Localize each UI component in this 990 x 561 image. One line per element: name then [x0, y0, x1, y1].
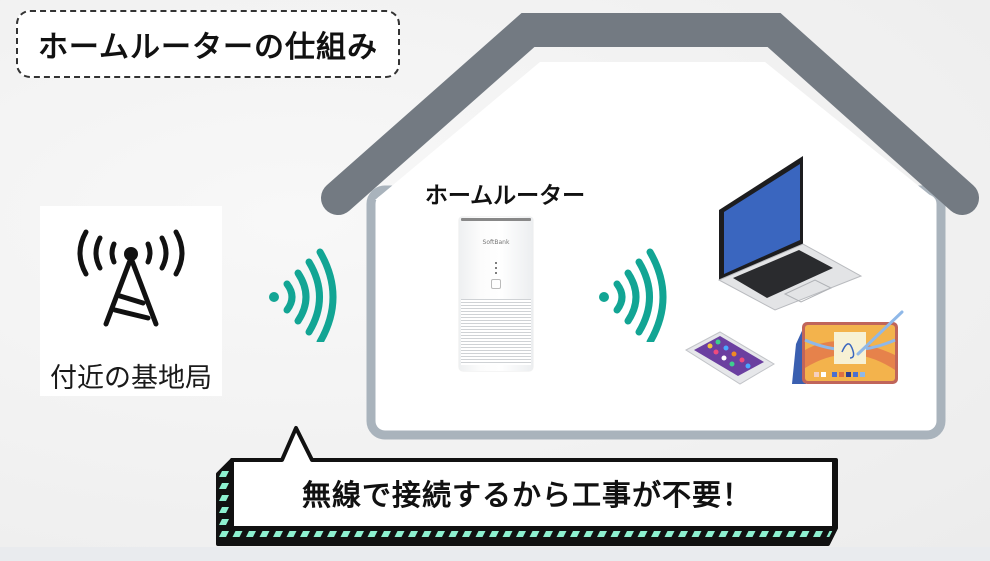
- smartphone-icon: [685, 331, 775, 385]
- wifi-signal-icon: [599, 248, 667, 342]
- router-led-icon: [495, 262, 497, 264]
- callout-text: 無線で接続するから工事が不要！: [301, 478, 752, 512]
- router-label: ホームルーター: [424, 183, 586, 209]
- home-router-device: SoftBank: [459, 217, 533, 371]
- router-led-icon: [495, 267, 497, 269]
- router-top-bar: [461, 218, 531, 221]
- router-led-icon: [495, 272, 497, 274]
- base-station-card: 付近の基地局: [40, 206, 222, 396]
- tablet-icon: [792, 310, 904, 384]
- base-station-label: 付近の基地局: [50, 363, 212, 394]
- router-grille: [461, 299, 531, 365]
- router-brand-logo: SoftBank: [482, 239, 510, 246]
- title-box: ホームルーターの仕組み: [16, 10, 400, 78]
- cell-tower-icon: [77, 229, 185, 327]
- laptop-icon: [717, 156, 863, 311]
- wifi-signal-icon: [269, 248, 337, 342]
- bottom-strip: [0, 547, 990, 561]
- router-button: [491, 279, 501, 289]
- page-title: ホームルーターの仕組み: [37, 30, 379, 65]
